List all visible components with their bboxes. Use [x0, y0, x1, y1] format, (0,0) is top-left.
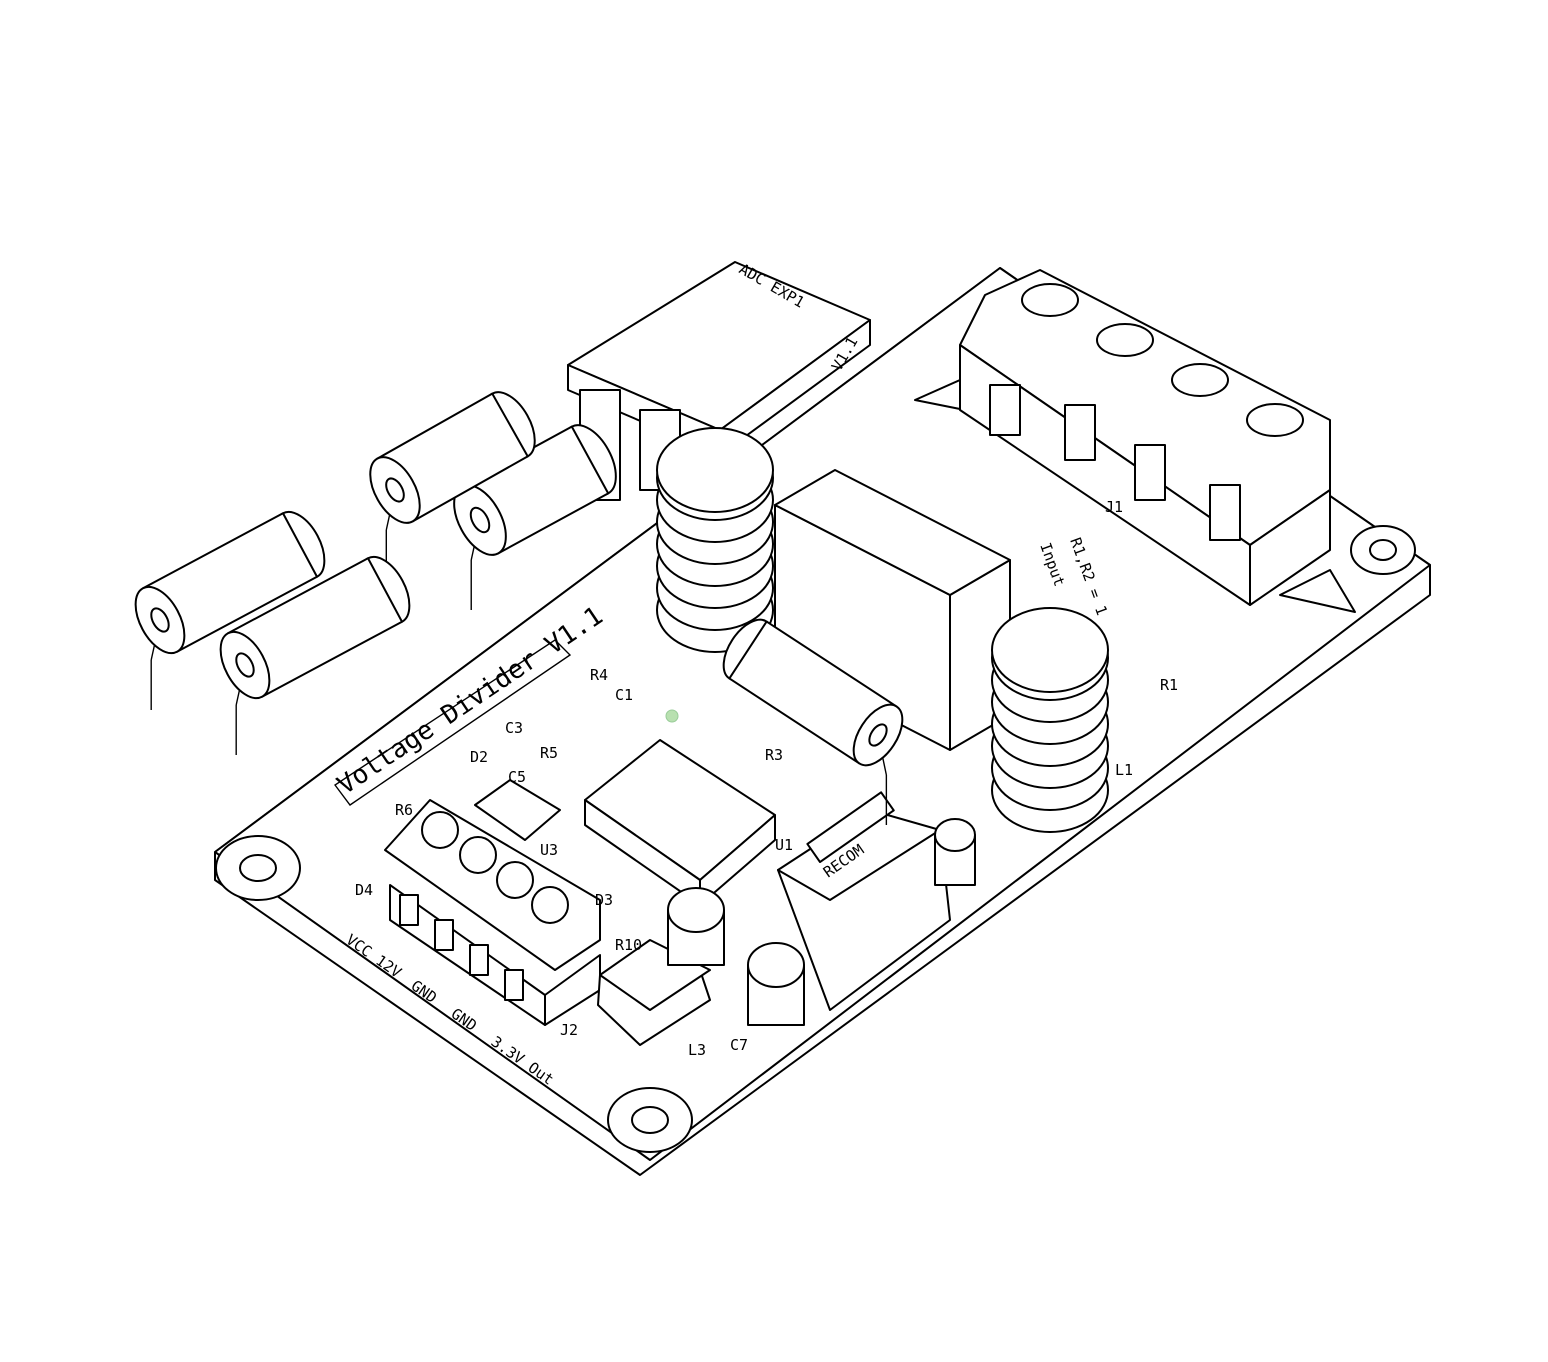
svg-text:J1: J1: [1105, 498, 1123, 516]
transformer: [774, 469, 1011, 751]
resistor-lead-hole: [469, 506, 491, 534]
resistor-lead-hole: [235, 652, 255, 678]
resistor-r3: [722, 618, 904, 825]
svg-text:C1: C1: [615, 686, 633, 704]
dc-dc-converter: RECOM: [777, 791, 951, 1011]
mounting-hole-right: [1350, 525, 1416, 575]
svg-text:R1: R1: [1160, 676, 1178, 694]
svg-text:U3: U3: [540, 841, 558, 859]
capacitor-c6: [667, 887, 725, 966]
high-voltage-warning-icon: [1279, 569, 1356, 613]
terminal-block-j2: [384, 799, 601, 1026]
svg-text:R6: R6: [395, 801, 413, 819]
inductor-top: [656, 427, 774, 513]
svg-text:J2: J2: [560, 1021, 578, 1039]
ic-u3: [474, 779, 561, 841]
svg-text:C7: C7: [730, 1036, 748, 1054]
resistor-lead-hole: [150, 607, 170, 633]
resistor-lead-hole: [868, 723, 888, 747]
mounting-hole-front: [607, 1087, 693, 1153]
svg-text:C3: C3: [505, 719, 523, 737]
resistor-r2b: [453, 424, 617, 610]
svg-text:R5: R5: [540, 744, 558, 762]
reference-designators: R1 R3 R4 C1 C3 R5 D2 C5 R6 U3 U1 D3 R10 …: [355, 498, 1178, 1059]
svg-text:D2: D2: [470, 748, 488, 766]
status-led: [665, 709, 679, 723]
ic-u1: [584, 739, 776, 906]
svg-text:C5: C5: [508, 768, 526, 786]
resistor-r1a: [134, 510, 326, 710]
inductor-l2: [656, 427, 774, 653]
resistor-r1b: [219, 555, 411, 755]
svg-text:U1: U1: [775, 836, 793, 854]
capacitor-c7: [747, 942, 805, 1026]
svg-text:L1: L1: [1115, 761, 1133, 779]
terminal-block-j1: [959, 269, 1331, 606]
resistor-lead-hole: [385, 477, 405, 503]
inductor-l1: [991, 607, 1109, 833]
svg-text:D3: D3: [595, 891, 613, 909]
svg-text:R4: R4: [590, 666, 608, 684]
capacitor-c8: [934, 818, 976, 886]
svg-text:L3: L3: [688, 1041, 706, 1059]
inductor-top: [991, 607, 1109, 693]
mounting-hole-left: [215, 835, 301, 901]
svg-text:D4: D4: [355, 881, 373, 899]
svg-text:R3: R3: [765, 746, 783, 764]
resistor-r2a: [369, 391, 536, 580]
svg-text:R10: R10: [615, 936, 642, 954]
